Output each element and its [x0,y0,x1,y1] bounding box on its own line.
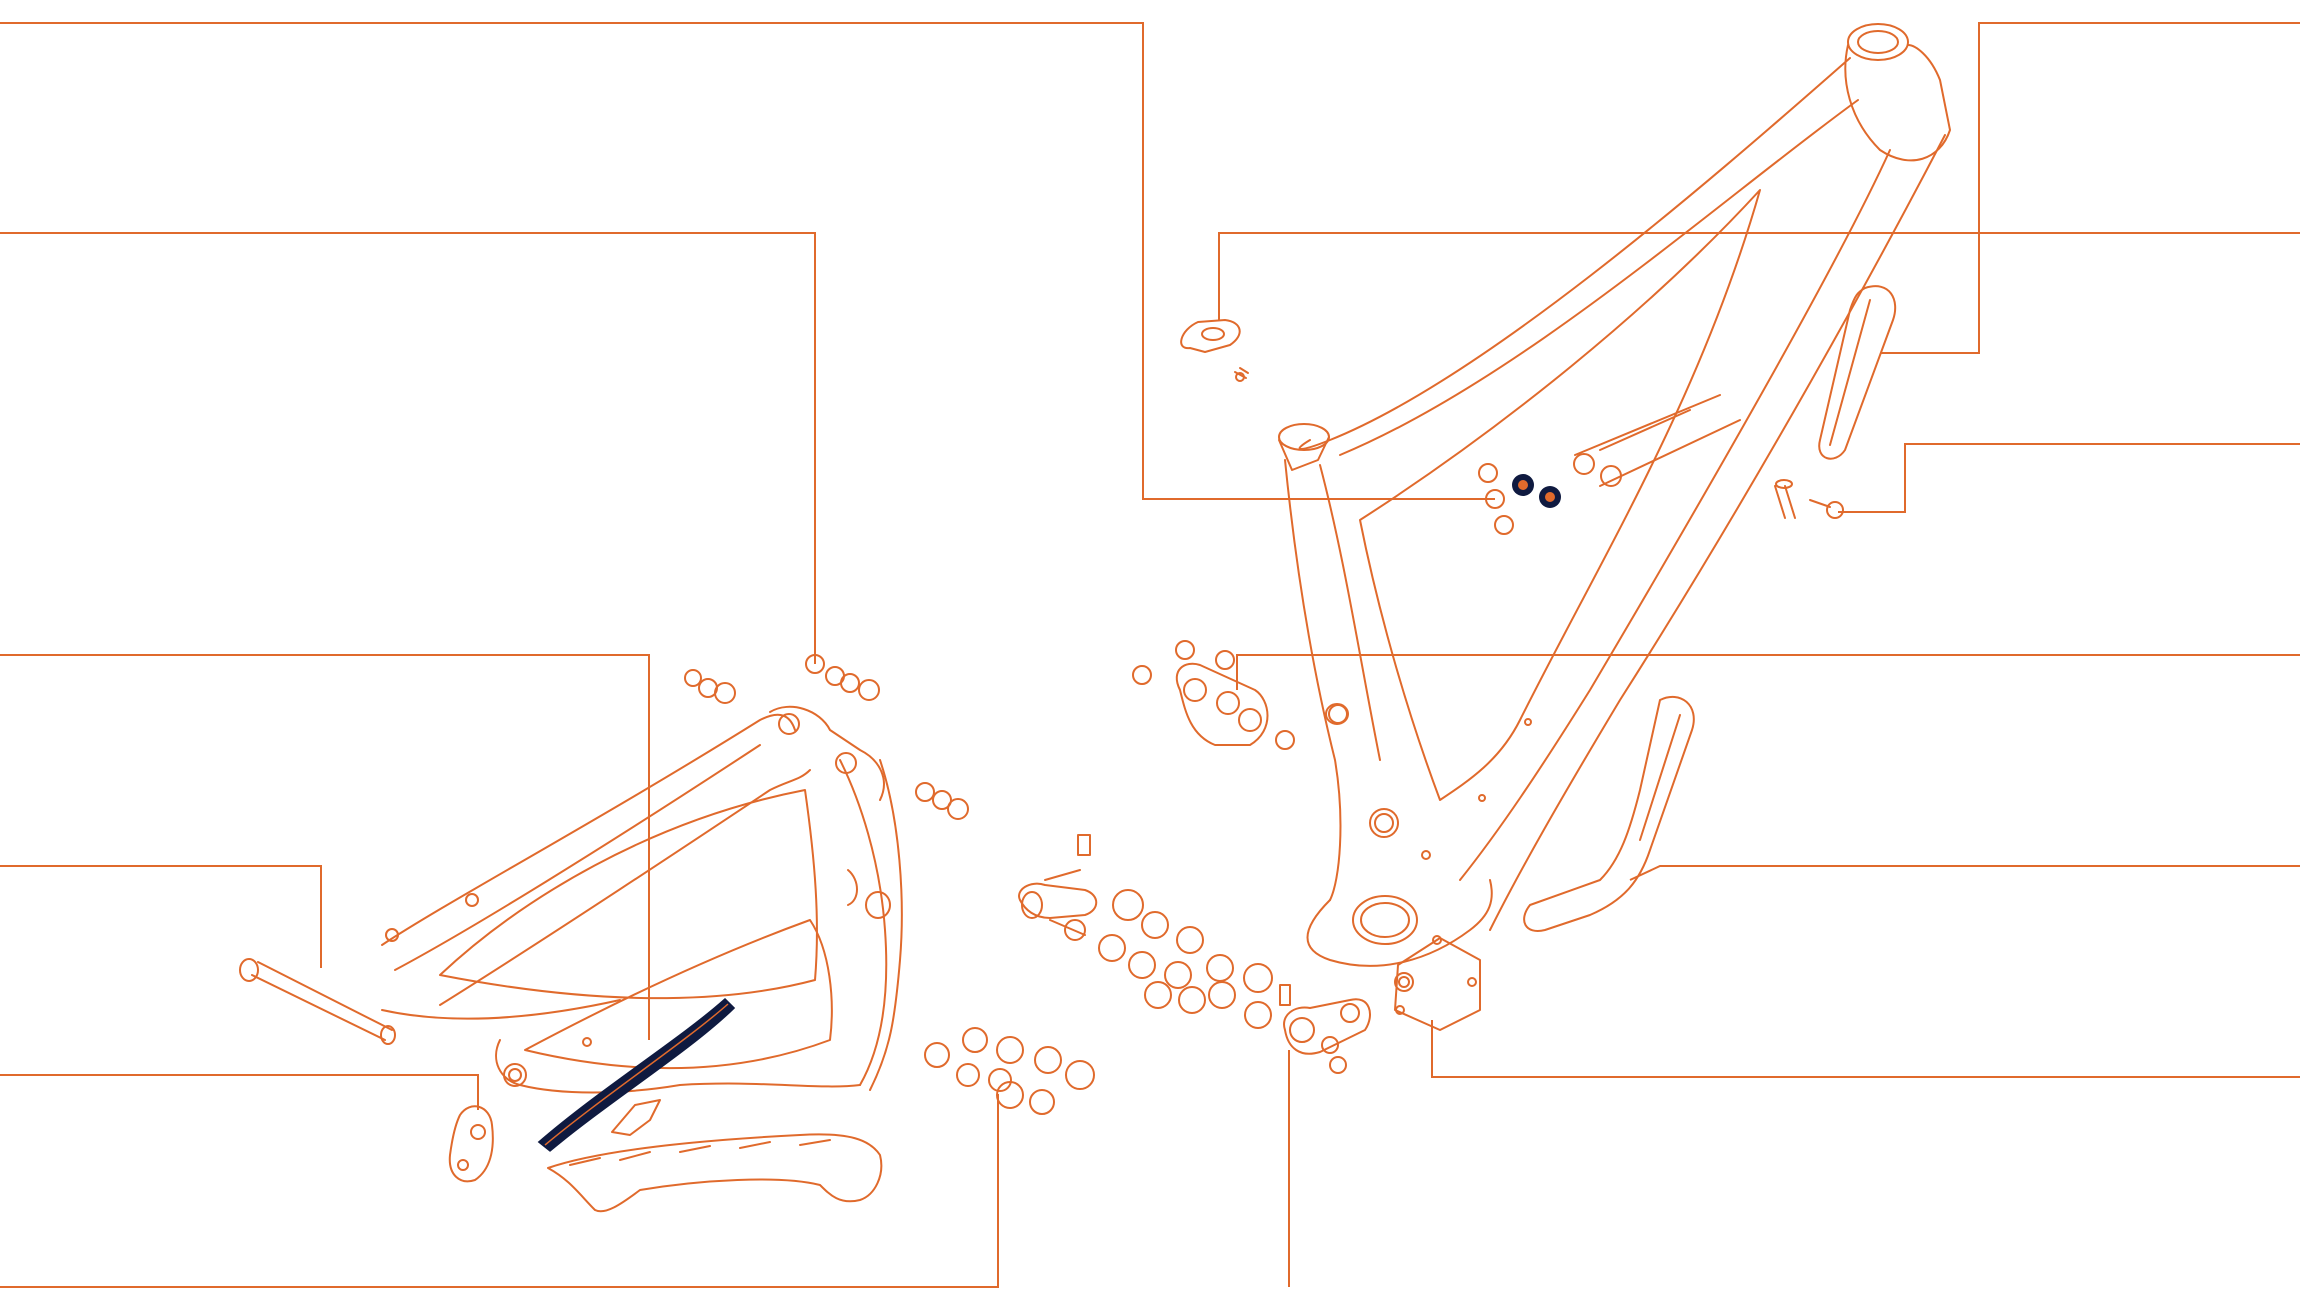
chainstay-lower-guard [547,1133,883,1213]
lower-link [1283,998,1371,1055]
leader-motor-mount [1431,1020,2300,1078]
lower-link-hardware [1018,834,1347,1074]
derailleur-hanger [448,1105,494,1183]
seatstay-bearings [684,654,969,820]
leader-seat-clamp [1218,232,2300,320]
chainstay-bearings [924,1027,1095,1115]
leader-top-right-downtube-guard [1880,22,2300,354]
rocker-link [1132,640,1348,750]
leader-rear-axle [0,865,322,968]
leader-lower-bearings [0,1094,999,1288]
callout-leaders [0,22,2300,1288]
leader-chainstay-guard [0,654,650,1040]
motor-mount-plate [1394,935,1481,1031]
leader-derailleur-hanger [0,1074,479,1110]
downtube-guard-upper [1818,285,1897,460]
main-pivot-bearings [1478,463,1561,535]
rear-triangle [381,705,903,1094]
leader-rocker-bearings [1236,654,2300,690]
rear-axle [239,958,396,1045]
leader-shock-bolts [1838,443,2300,513]
cable-clip [611,1099,661,1136]
shock-bolts [1774,479,1844,519]
seat-clamp [1180,319,1249,382]
main-frame [1278,23,1951,967]
leader-seatstay-bearings [0,232,816,664]
leader-top-left-main-pivot [0,22,1495,500]
leader-bb-guard [1629,865,2300,881]
bb-guard [1523,695,1695,932]
chainstay-protector [537,997,736,1152]
